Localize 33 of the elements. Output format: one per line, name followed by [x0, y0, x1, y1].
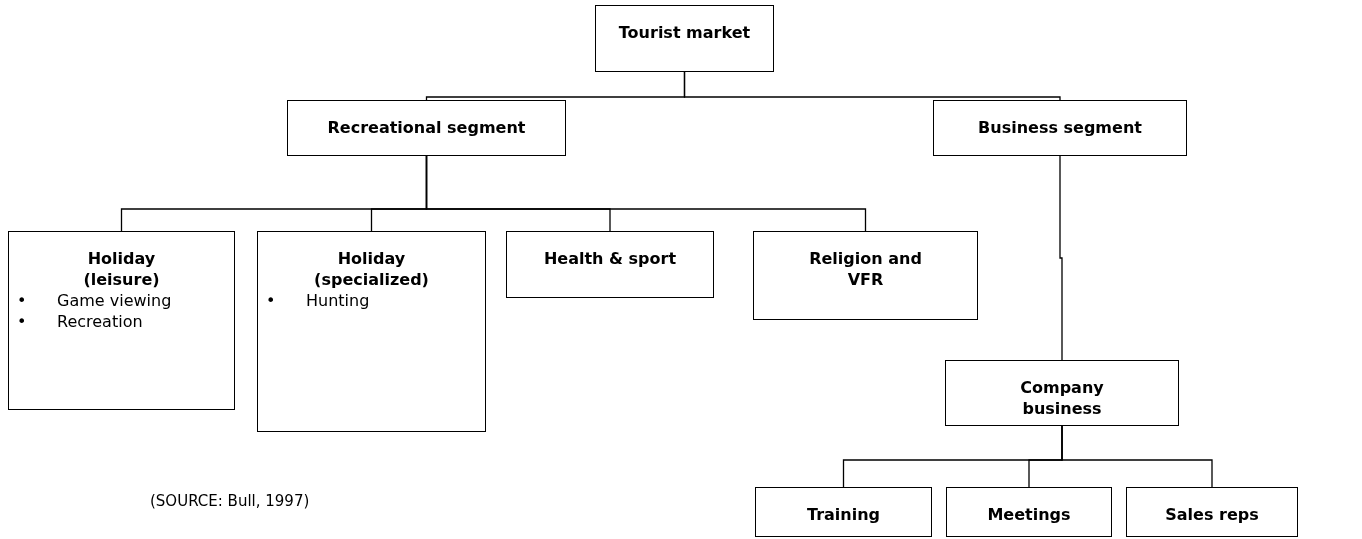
box-title: Business segment — [977, 117, 1143, 138]
box-title: Religion and VFR — [808, 248, 923, 290]
category-box — [946, 487, 1112, 537]
category-box — [933, 100, 1187, 156]
category-box — [945, 360, 1179, 426]
category-box — [287, 100, 566, 156]
category-box — [257, 231, 486, 432]
bullet-item: Game viewing — [57, 290, 172, 311]
connector-line — [1059, 155, 1063, 361]
box-title: Sales reps — [1164, 504, 1260, 525]
box-title: Recreational segment — [326, 117, 527, 138]
connector-line — [1061, 425, 1213, 488]
connector-line — [683, 71, 1061, 101]
box-title: Company business — [1019, 377, 1105, 419]
category-box — [753, 231, 978, 320]
category-box — [755, 487, 932, 537]
category-box — [1126, 487, 1298, 537]
category-box — [506, 231, 714, 298]
source-caption: (SOURCE: Bull, 1997) — [150, 491, 310, 512]
connector-line — [425, 155, 867, 232]
box-title: Training — [805, 504, 881, 525]
category-box — [8, 231, 235, 410]
box-title: Holiday (specialized) — [313, 248, 430, 290]
box-title: Meetings — [986, 504, 1072, 525]
box-title: Health & sport — [542, 248, 678, 269]
bullet-point: • — [17, 311, 28, 332]
bullet-item: Hunting — [306, 290, 370, 311]
bullet-point: • — [17, 290, 28, 311]
bullet-item: Recreation — [57, 311, 143, 332]
bullet-point: • — [266, 290, 277, 311]
category-box — [595, 5, 774, 72]
box-title: Holiday (leisure) — [82, 248, 161, 290]
box-title: Tourist market — [617, 22, 752, 43]
